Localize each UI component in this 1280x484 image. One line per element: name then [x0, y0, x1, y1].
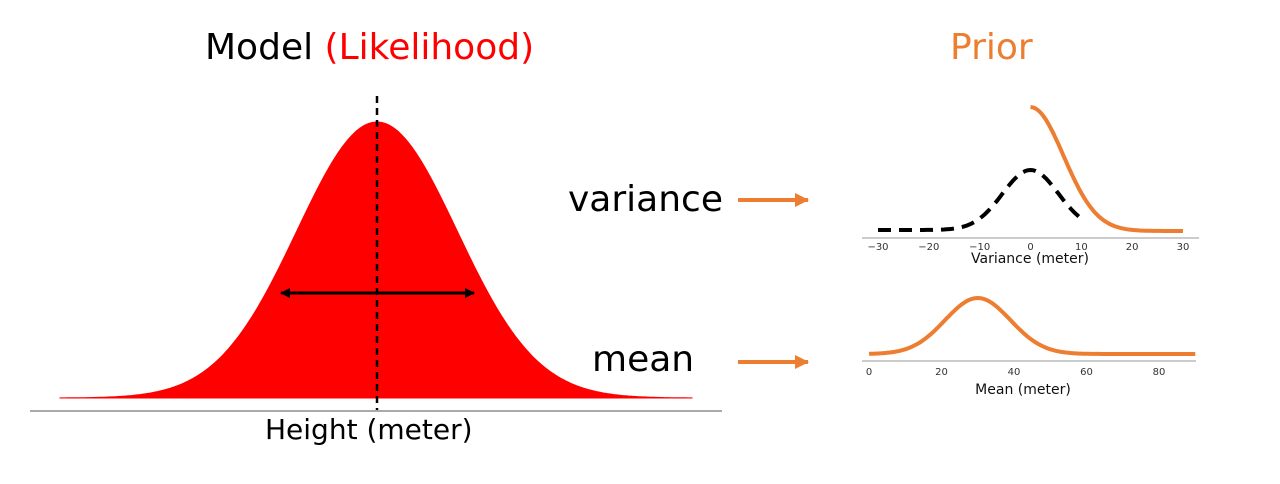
mean-label: mean — [592, 339, 695, 380]
mean-tick-label: 80 — [1153, 367, 1166, 378]
variance-tick-label: 20 — [1126, 242, 1139, 253]
mean-plot-ticks: 0 20 40 60 80 — [866, 367, 1166, 378]
variance-plot: −30 −20 −10 0 10 20 30 Variance (meter) — [862, 105, 1199, 267]
likelihood-title-text: (Likelihood) — [324, 27, 535, 68]
model-title: Model (Likelihood) — [205, 28, 534, 68]
likelihood-bell-curve — [59, 121, 693, 399]
variance-plot-xlabel: Variance (meter) — [971, 251, 1089, 267]
variance-tick-label: 30 — [1177, 242, 1190, 253]
variance-tick-label: 0 — [1027, 242, 1033, 253]
mean-prior-curve — [868, 295, 1196, 356]
variance-tick-label: −10 — [969, 242, 990, 253]
variance-label: variance — [568, 179, 723, 220]
variance-plot-ticks: −30 −20 −10 0 10 20 30 — [867, 242, 1189, 253]
mean-plot: 0 20 40 60 80 Mean (meter) — [862, 295, 1196, 398]
variance-dashed-curve — [878, 167, 1083, 232]
mean-tick-label: 60 — [1080, 367, 1093, 378]
variance-prior-curve — [1030, 105, 1183, 233]
mean-plot-xlabel: Mean (meter) — [975, 382, 1071, 398]
mean-tick-label: 40 — [1008, 367, 1021, 378]
prior-title: Prior — [950, 27, 1033, 68]
variance-tick-label: 10 — [1075, 242, 1088, 253]
variance-tick-label: −20 — [918, 242, 939, 253]
model-title-text: Model — [205, 27, 314, 68]
mean-tick-label: 0 — [866, 367, 872, 378]
mean-tick-label: 20 — [935, 367, 948, 378]
variance-tick-label: −30 — [867, 242, 888, 253]
height-axis-label: Height (meter) — [265, 413, 473, 446]
